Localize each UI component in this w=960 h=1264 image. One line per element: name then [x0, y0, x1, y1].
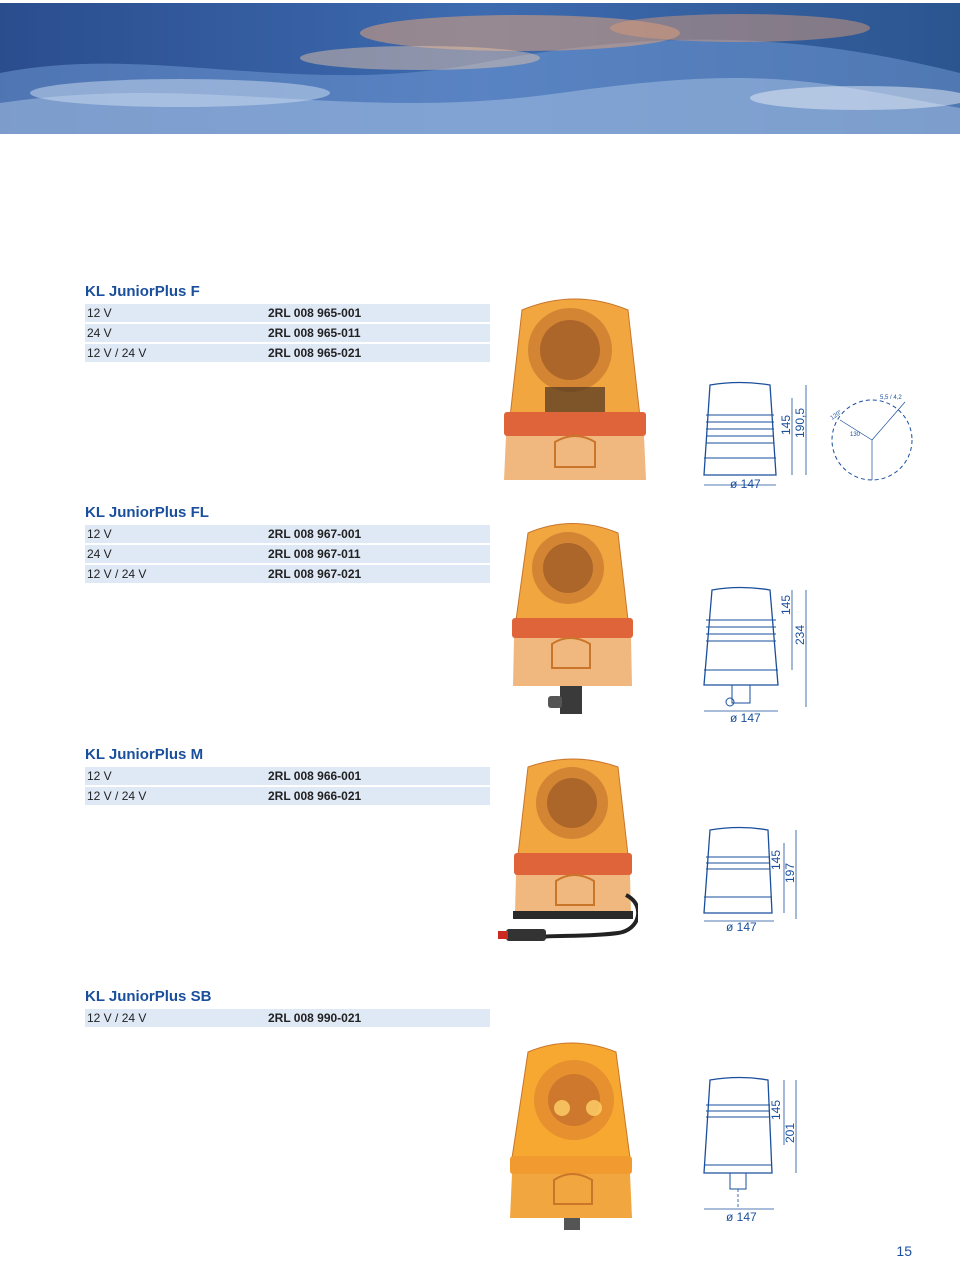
voltage: 24 V — [87, 326, 112, 340]
dimension-height-total: 201 — [783, 1123, 797, 1143]
dimension-height-short: 145 — [769, 1100, 783, 1120]
part-number: 2RL 008 965-001 — [268, 306, 362, 320]
voltage: 12 V — [87, 527, 112, 541]
dimension-drawing-fl: 145 234 ø 147 — [703, 586, 807, 725]
voltage: 12 V / 24 V — [87, 1011, 147, 1025]
voltage: 12 V — [87, 306, 112, 320]
product-title: KL JuniorPlus SB — [85, 988, 212, 1005]
dimension-height-short: 145 — [779, 415, 793, 435]
product-title: KL JuniorPlus M — [85, 746, 204, 763]
voltage: 12 V / 24 V — [87, 567, 147, 581]
dimension-drawing-f: 145 190,5 ø 147 5,5 / 4,2 130 120° — [703, 381, 913, 491]
table-row: 12 V / 24 V 2RL 008 966-021 — [85, 787, 490, 805]
table-row: 12 V / 24 V 2RL 008 967-021 — [85, 565, 490, 583]
product-section-junior-plus-m: KL JuniorPlus M 12 V 2RL 008 966-001 12 … — [85, 745, 490, 805]
beacon-photo-m — [498, 758, 638, 941]
beacon-photo-fl — [512, 523, 633, 714]
product-section-junior-plus-fl: KL JuniorPlus FL 12 V 2RL 008 967-001 24… — [85, 503, 490, 583]
part-number: 2RL 008 966-021 — [268, 789, 362, 803]
beacon-photo-f — [504, 298, 646, 480]
product-title: KL JuniorPlus F — [85, 283, 200, 300]
part-number: 2RL 008 967-021 — [268, 567, 362, 581]
part-number: 2RL 008 990-021 — [268, 1011, 362, 1025]
product-section-junior-plus-sb: KL JuniorPlus SB 12 V / 24 V 2RL 008 990… — [85, 987, 490, 1027]
voltage: 24 V — [87, 547, 112, 561]
product-title: KL JuniorPlus FL — [85, 504, 209, 521]
table-row: 12 V / 24 V 2RL 008 965-021 — [85, 344, 490, 362]
table-row: 24 V 2RL 008 967-011 — [85, 545, 490, 563]
hole-label: 5,5 / 4,2 — [880, 395, 902, 401]
part-number: 2RL 008 965-021 — [268, 346, 362, 360]
table-row: 12 V / 24 V 2RL 008 990-021 — [85, 1009, 490, 1027]
table-row: 24 V 2RL 008 965-011 — [85, 324, 490, 342]
table-row: 12 V 2RL 008 965-001 — [85, 304, 490, 322]
header-banner-image — [0, 3, 960, 134]
dimension-diameter: ø 147 — [730, 477, 761, 491]
page-number: 15 — [896, 1243, 912, 1259]
part-number: 2RL 008 967-001 — [268, 527, 362, 541]
dimension-diameter: ø 147 — [726, 920, 757, 934]
dimension-diameter: ø 147 — [730, 711, 761, 725]
table-row: 12 V 2RL 008 967-001 — [85, 525, 490, 543]
table-row: 12 V 2RL 008 966-001 — [85, 767, 490, 785]
voltage: 12 V — [87, 769, 112, 783]
dimension-height-total: 190,5 — [793, 408, 807, 438]
hole-circle-label: 130 — [850, 432, 861, 438]
part-number: 2RL 008 965-011 — [268, 326, 361, 340]
part-number: 2RL 008 967-011 — [268, 547, 361, 561]
dimension-height-total: 197 — [783, 863, 797, 883]
beacon-photo-sb — [510, 1042, 632, 1230]
hole-angle-label: 120° — [830, 409, 844, 421]
dimension-height-short: 145 — [779, 595, 793, 615]
dimension-height-short: 145 — [769, 850, 783, 870]
voltage: 12 V / 24 V — [87, 346, 147, 360]
part-number: 2RL 008 966-001 — [268, 769, 362, 783]
dimension-diameter: ø 147 — [726, 1210, 757, 1224]
dimension-drawing-m: 145 197 ø 147 — [703, 826, 797, 934]
dimension-drawing-sb: 145 201 ø 147 — [703, 1076, 797, 1224]
voltage: 12 V / 24 V — [87, 789, 147, 803]
dimension-height-total: 234 — [793, 625, 807, 645]
product-section-junior-plus-f: KL JuniorPlus F 12 V 2RL 008 965-001 24 … — [85, 282, 490, 362]
